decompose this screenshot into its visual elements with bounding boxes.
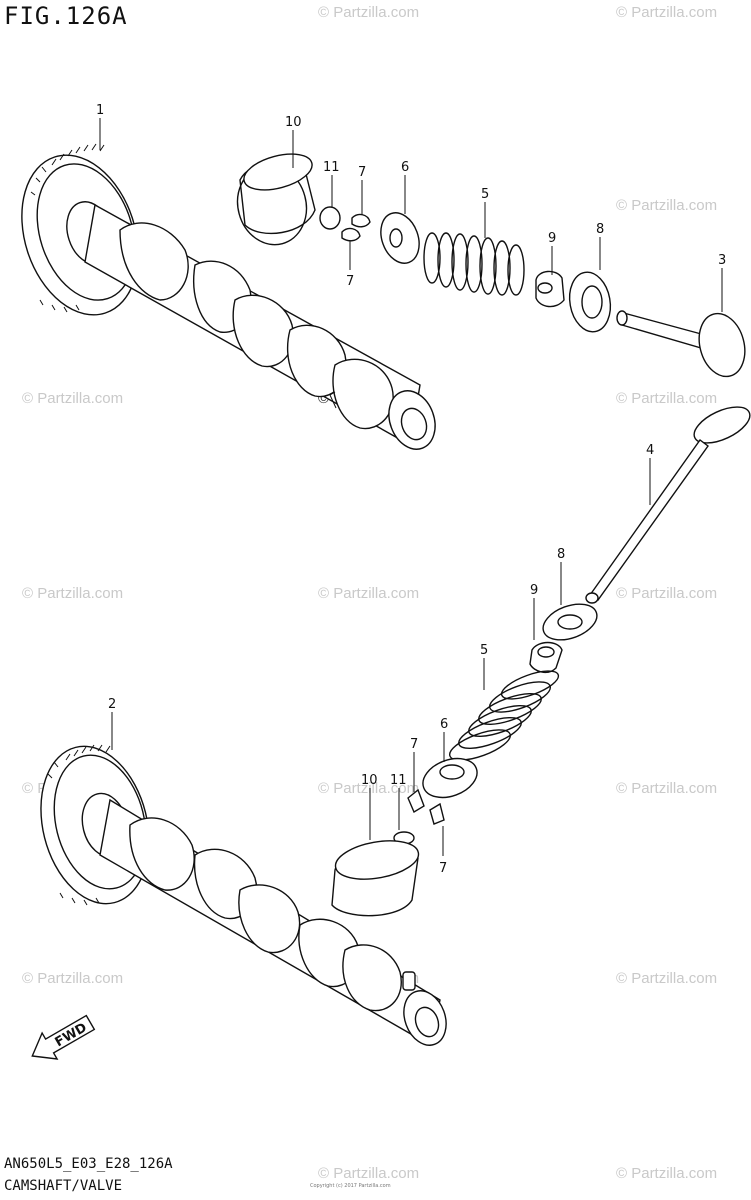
valve-3[interactable] <box>616 308 751 381</box>
watermark: © Partzilla.com <box>318 780 420 797</box>
callout-7: 7 <box>410 737 418 752</box>
callout-8: 8 <box>557 547 565 562</box>
figure-title: FIG.126A <box>4 2 128 30</box>
shim-top[interactable] <box>319 206 341 230</box>
forward-arrow-icon: FWD <box>31 1014 96 1060</box>
callout-7: 7 <box>346 274 354 289</box>
callout-6: 6 <box>440 717 448 732</box>
callout-3: 3 <box>718 253 726 268</box>
watermark: © Partzilla.com <box>22 390 124 407</box>
watermark: © Partzilla.com <box>616 970 718 987</box>
watermark: © Partzilla.com <box>318 585 420 602</box>
callout-10: 10 <box>285 115 302 130</box>
camshaft-1[interactable] <box>2 140 443 456</box>
copyright-note: Copyright (c) 2017 Partzilla.com <box>310 1183 391 1189</box>
callout-11: 11 <box>390 773 407 788</box>
watermark: © Partzilla.com <box>318 1165 420 1182</box>
cotter-top[interactable] <box>341 213 371 242</box>
watermark: © Partzilla.com <box>22 970 124 987</box>
callout-6: 6 <box>401 160 409 175</box>
watermark: © Partzilla.com <box>318 4 420 21</box>
cotter-bottom[interactable] <box>407 788 445 825</box>
callout-1: 1 <box>96 103 104 118</box>
callout-9: 9 <box>548 231 556 246</box>
valve-spring-bottom[interactable] <box>446 665 561 766</box>
spring-seat-bottom[interactable] <box>538 597 602 646</box>
spring-seat-top[interactable] <box>565 269 615 335</box>
figure-caption: CAMSHAFT/VALVE <box>4 1178 123 1194</box>
leader-lines <box>99 118 723 856</box>
watermark: © Partzilla.com <box>22 585 124 602</box>
watermark: © Partzilla.com <box>616 390 718 407</box>
callout-7: 7 <box>358 165 366 180</box>
camshaft-2[interactable] <box>25 735 453 1051</box>
model-code: AN650L5_E03_E28_126A <box>4 1156 173 1172</box>
callout-7: 7 <box>439 861 447 876</box>
watermark: © Partzilla.com <box>616 4 718 21</box>
tappet-top[interactable] <box>229 147 316 252</box>
valve-seal-top[interactable] <box>535 270 565 308</box>
watermark: © Partzilla.com <box>616 585 718 602</box>
tappet-bottom[interactable] <box>331 835 421 917</box>
callout-5: 5 <box>481 187 489 202</box>
valve-seal-bottom[interactable] <box>529 641 563 674</box>
spring-retainer-top[interactable] <box>374 207 426 268</box>
watermark: © Partzilla.com <box>616 780 718 797</box>
callout-11: 11 <box>323 160 340 175</box>
spring-retainer-bottom[interactable] <box>418 752 483 805</box>
callout-4: 4 <box>646 443 654 458</box>
callout-9: 9 <box>530 583 538 598</box>
watermark: © Partzilla.com <box>616 197 718 214</box>
callout-8: 8 <box>596 222 604 237</box>
watermark: © Partzilla.com <box>616 1165 718 1182</box>
callout-5: 5 <box>480 643 488 658</box>
valve-4[interactable] <box>585 400 751 604</box>
valve-spring-top[interactable] <box>423 232 525 296</box>
callout-10: 10 <box>361 773 378 788</box>
callout-2: 2 <box>108 697 116 712</box>
